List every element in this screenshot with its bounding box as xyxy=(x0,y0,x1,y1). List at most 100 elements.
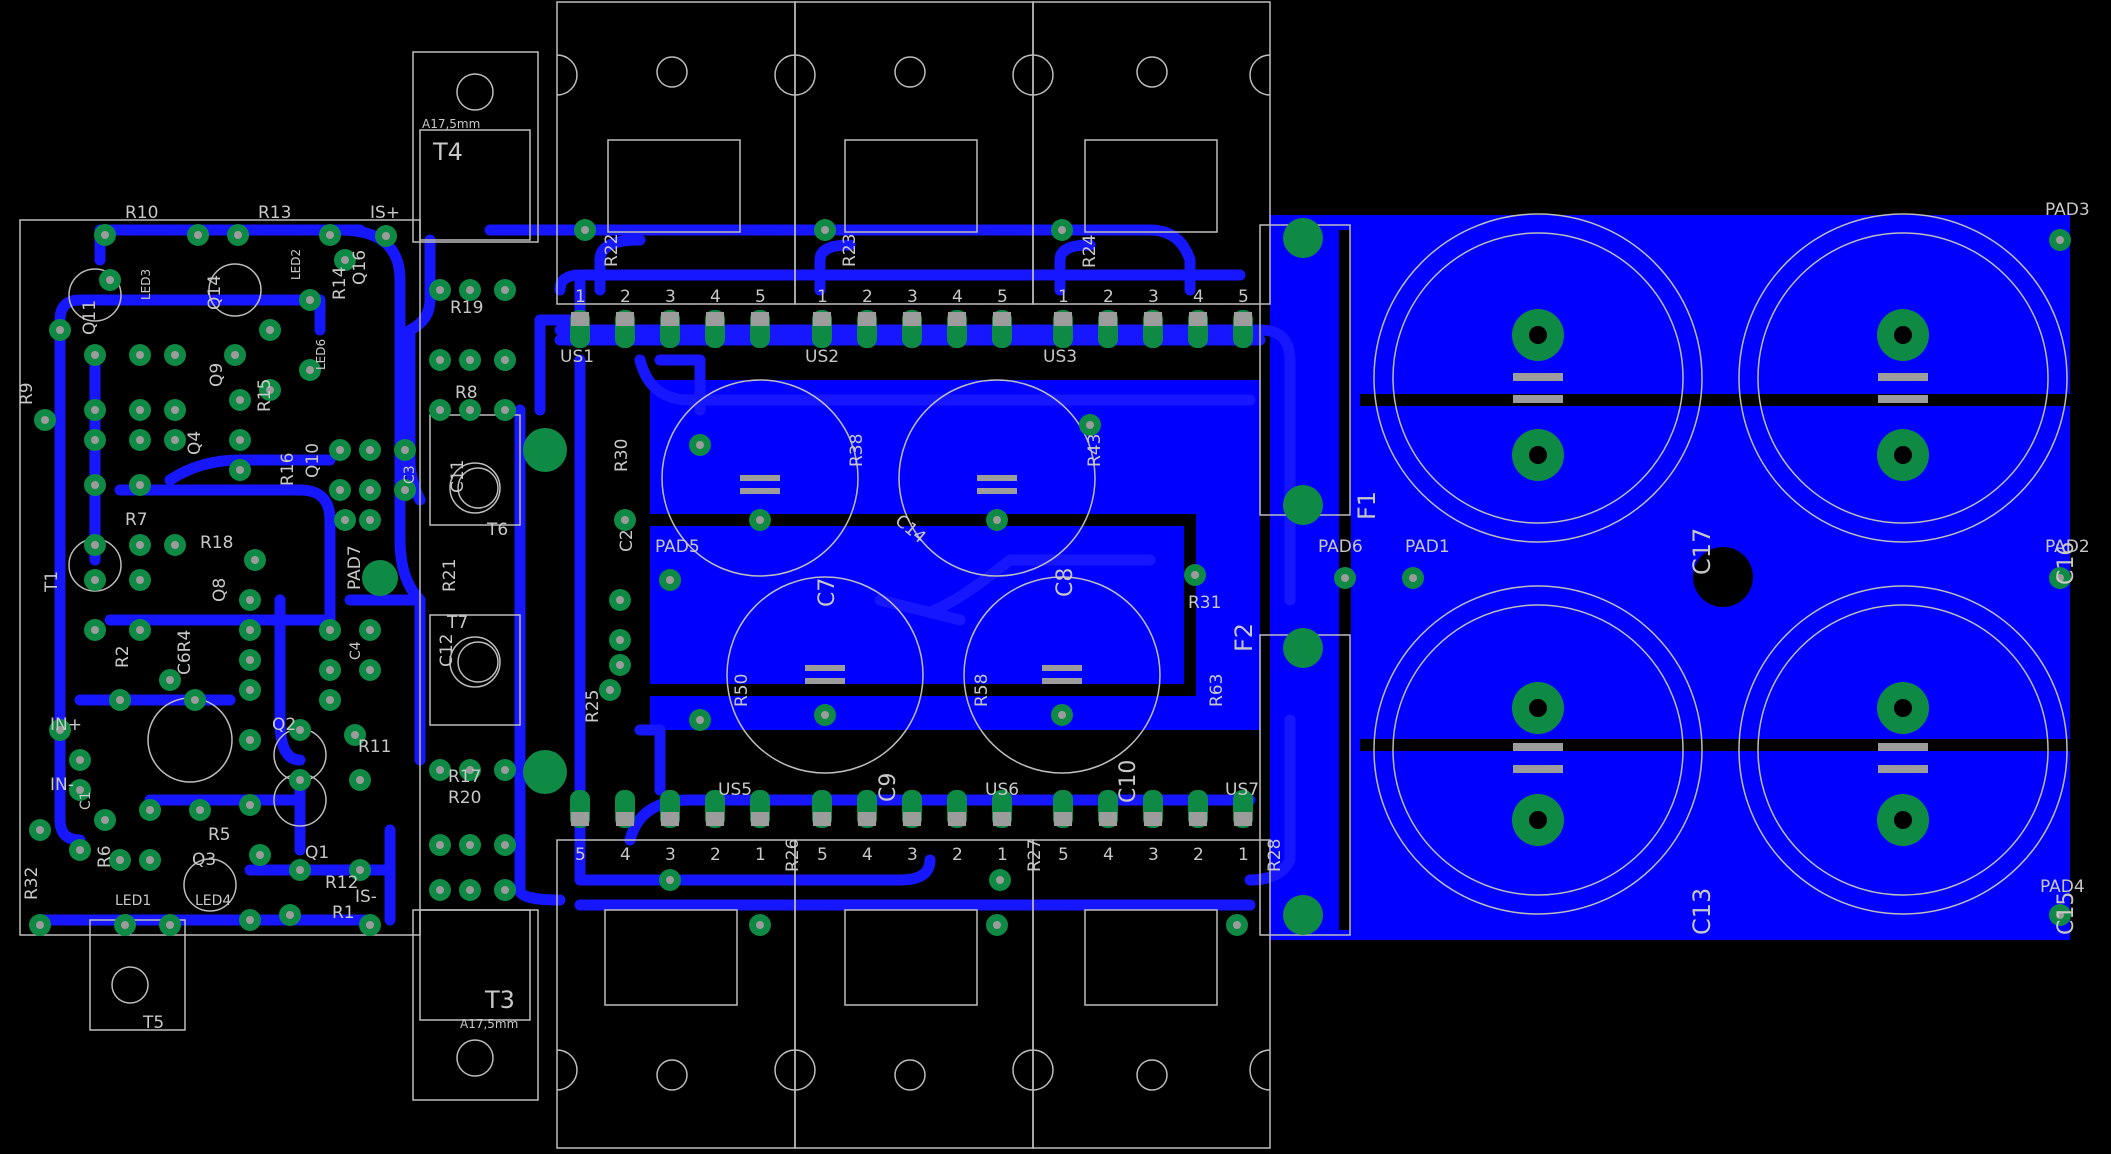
via-hole xyxy=(756,516,764,524)
pin-number: 1 xyxy=(1238,845,1249,865)
via-hole xyxy=(501,356,509,364)
label-c2: C2 xyxy=(617,529,637,552)
label-r5: R5 xyxy=(208,825,231,845)
via-hole xyxy=(501,886,509,894)
via-hole xyxy=(1058,226,1066,234)
ic-pin-lead xyxy=(813,312,831,326)
label-c7: C7 xyxy=(815,578,840,607)
via-hole xyxy=(171,406,179,414)
label-c8: C8 xyxy=(1053,568,1078,597)
via-hole xyxy=(76,846,84,854)
pin-number: 1 xyxy=(575,287,586,307)
via-hole xyxy=(246,686,254,694)
label-us2: US2 xyxy=(805,347,839,367)
pin-number: 2 xyxy=(1103,287,1114,307)
via-hole xyxy=(696,441,704,449)
ic-pin-lead xyxy=(616,312,634,326)
label-r27: R27 xyxy=(1025,839,1045,872)
ic-pin-lead xyxy=(661,312,679,326)
via-hole xyxy=(136,481,144,489)
via-hole xyxy=(1233,921,1241,929)
label-r15: R15 xyxy=(255,379,275,412)
via-hole xyxy=(436,841,444,849)
label-t1: T1 xyxy=(42,571,62,593)
via-hole xyxy=(326,626,334,634)
ic-pin-pads xyxy=(570,310,1253,828)
via-hole xyxy=(501,841,509,849)
pin-number: 5 xyxy=(755,287,766,307)
ic-pin-lead xyxy=(1189,312,1207,326)
via-hole xyxy=(146,806,154,814)
label-q8: Q8 xyxy=(210,578,230,602)
via-hole xyxy=(306,296,314,304)
label-q14: Q14 xyxy=(205,275,225,310)
pin-number: 4 xyxy=(1103,845,1114,865)
label-r31: R31 xyxy=(1188,593,1221,613)
pin-number: 4 xyxy=(862,845,873,865)
ic-pin-lead xyxy=(1144,312,1162,326)
via-hole xyxy=(266,386,274,394)
pin-number: 1 xyxy=(997,845,1008,865)
label-t6: T6 xyxy=(486,520,508,540)
via-hole xyxy=(341,256,349,264)
label-led1: LED1 xyxy=(115,893,151,909)
via-hole xyxy=(993,921,1001,929)
label-r14: R14 xyxy=(330,267,350,300)
label-us5: US5 xyxy=(718,780,752,800)
label-t3: T3 xyxy=(484,986,515,1014)
ic-pin-lead xyxy=(706,812,724,826)
via-hole xyxy=(366,446,374,454)
pin-number: 2 xyxy=(710,845,721,865)
via-hole xyxy=(196,806,204,814)
via-hole xyxy=(581,226,589,234)
via-hole xyxy=(336,486,344,494)
via-hole xyxy=(76,756,84,764)
via-hole xyxy=(91,481,99,489)
via-hole xyxy=(136,576,144,584)
label-us1: US1 xyxy=(560,347,594,367)
label-r18: R18 xyxy=(200,533,233,553)
via-hole xyxy=(2056,911,2064,919)
via-hole xyxy=(41,416,49,424)
via-hole xyxy=(366,516,374,524)
label-q11: Q11 xyxy=(80,300,100,335)
via-hole xyxy=(1086,421,1094,429)
ic-pin-lead xyxy=(858,812,876,826)
copper-pour-main xyxy=(650,380,1260,730)
power-pads xyxy=(362,218,1929,935)
label-r30: R30 xyxy=(612,439,632,472)
via-hole xyxy=(756,921,764,929)
via-hole xyxy=(101,816,109,824)
via-hole xyxy=(136,541,144,549)
via-hole xyxy=(401,486,409,494)
via-hole xyxy=(256,851,264,859)
label-t7: T7 xyxy=(446,613,468,633)
label-is-plus: IS+ xyxy=(370,203,400,223)
via-hole xyxy=(251,556,259,564)
label-r50: R50 xyxy=(732,674,752,707)
ic-pin-lead xyxy=(571,812,589,826)
board-hole xyxy=(1693,547,1753,607)
via-hole xyxy=(366,626,374,634)
via-hole xyxy=(466,356,474,364)
ic-pin-lead xyxy=(948,312,966,326)
via-hole xyxy=(436,286,444,294)
label-t4: T4 xyxy=(432,138,463,166)
via-hole xyxy=(121,921,129,929)
label-q10: Q10 xyxy=(303,443,323,478)
ic-pin-lead xyxy=(948,812,966,826)
cap-polarity-marks xyxy=(740,373,1928,773)
label-r38: R38 xyxy=(847,434,867,467)
label-r12: R12 xyxy=(325,873,358,893)
via-hole xyxy=(1341,574,1349,582)
via-hole xyxy=(116,696,124,704)
ic-pin-lead xyxy=(751,812,769,826)
ic-pin-lead xyxy=(903,812,921,826)
via-hole xyxy=(666,576,674,584)
pin-number: 5 xyxy=(817,845,828,865)
ic-pin-lead xyxy=(1234,312,1252,326)
via-hole xyxy=(136,626,144,634)
label-r10: R10 xyxy=(125,203,158,223)
label-led4: LED4 xyxy=(195,893,231,909)
